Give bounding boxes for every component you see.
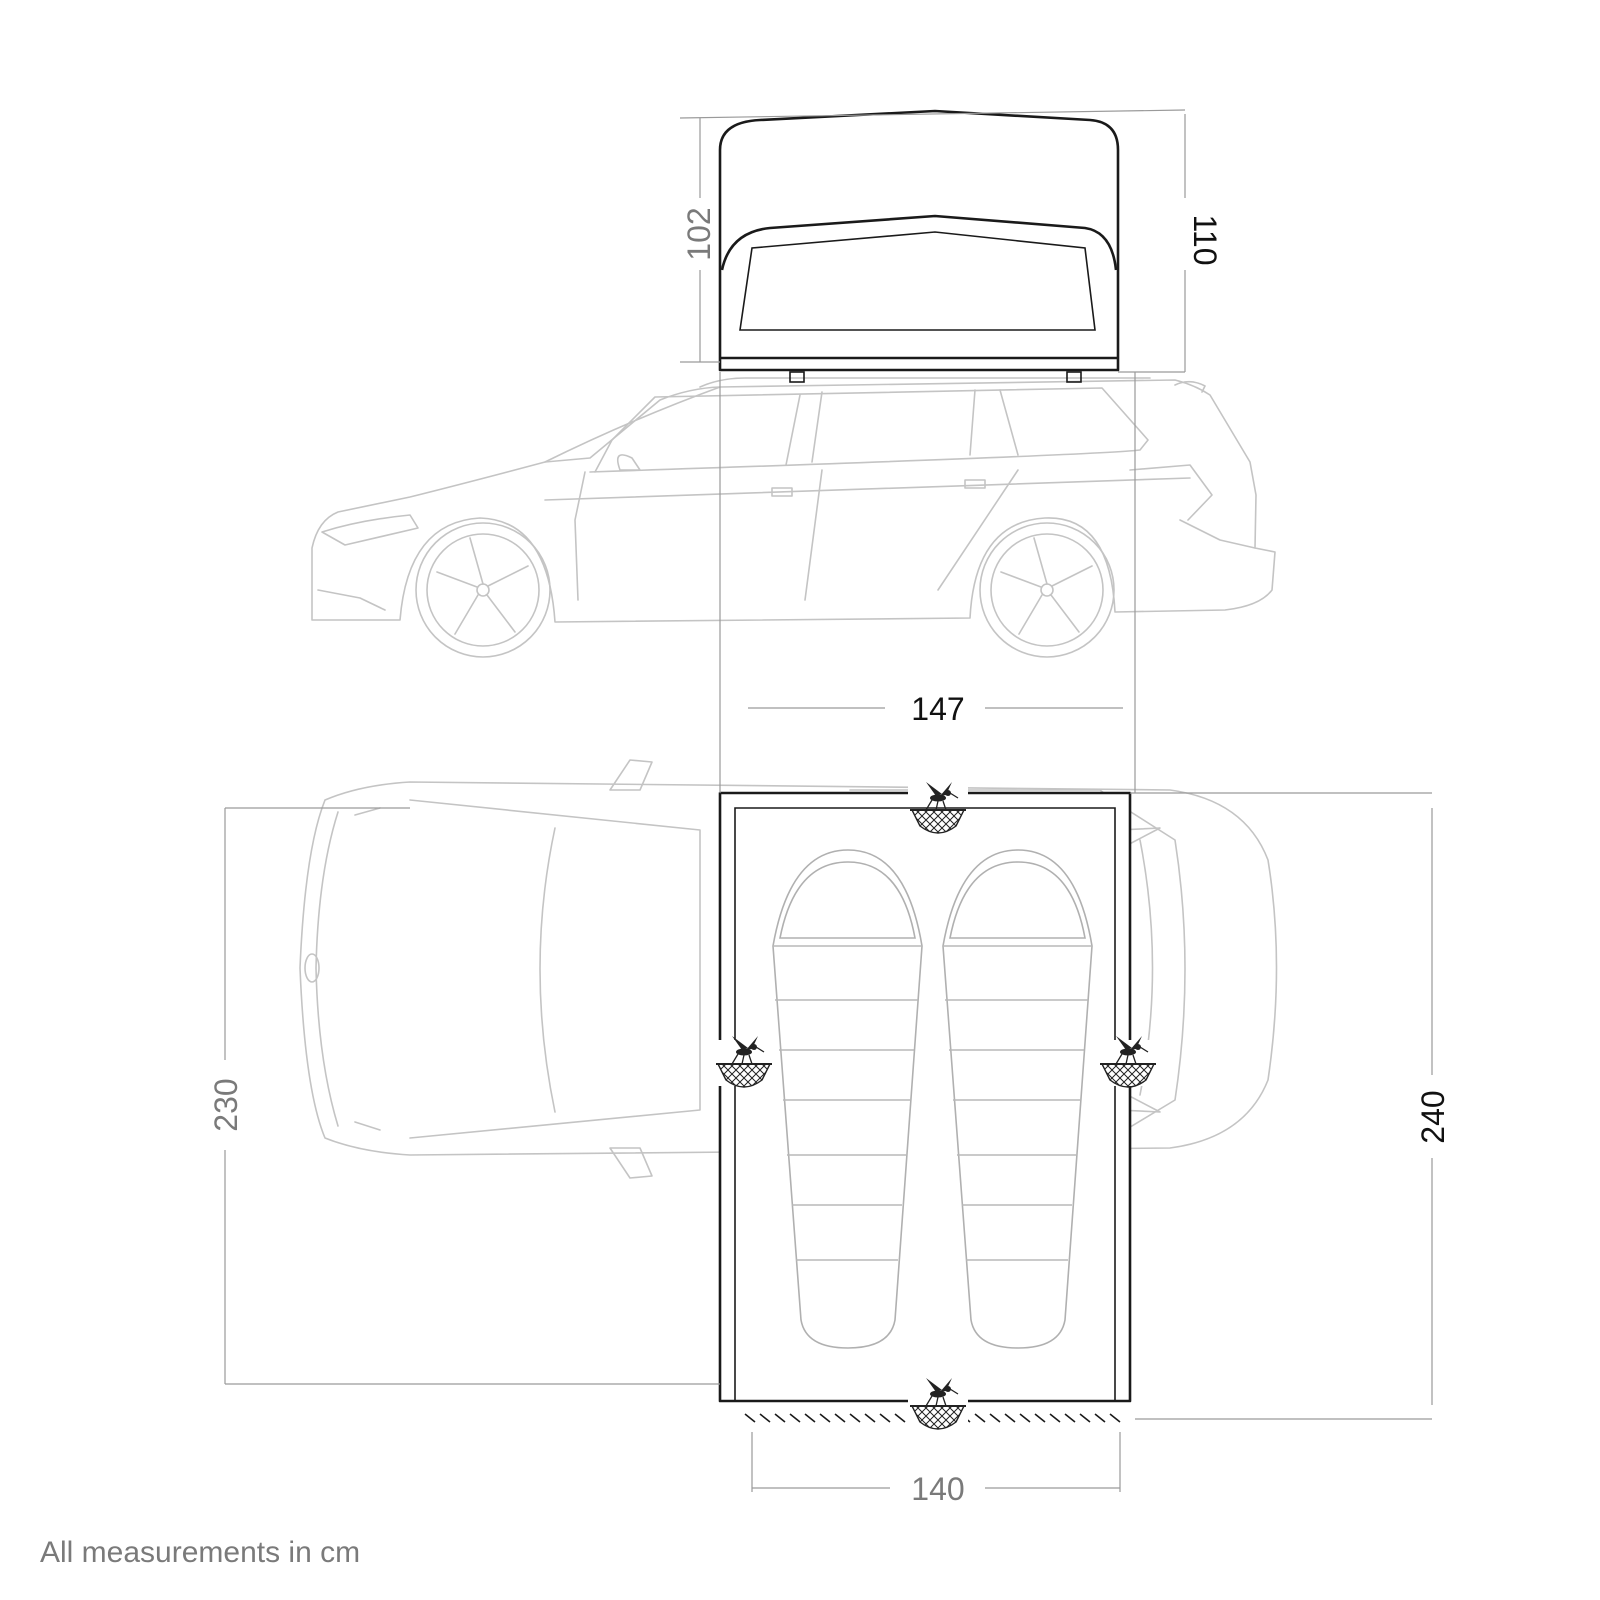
dimension-label-110: 110 bbox=[1187, 214, 1223, 265]
dimension-label-102: 102 bbox=[681, 207, 717, 260]
sleeping-bag-left bbox=[772, 849, 923, 1349]
dimension-label-240: 240 bbox=[1415, 1090, 1451, 1143]
car-top-view bbox=[299, 759, 1278, 1179]
mosquito-net-icon bbox=[1098, 1035, 1158, 1088]
zipper-edge bbox=[744, 1413, 1121, 1423]
sleeping-bag-right bbox=[942, 849, 1093, 1349]
dimension-label-230: 230 bbox=[208, 1078, 244, 1131]
dimension-label-140: 140 bbox=[911, 1471, 964, 1507]
dimension-lines bbox=[224, 109, 1433, 1492]
measurement-footnote: All measurements in cm bbox=[40, 1536, 361, 1569]
roof-tent-side-view bbox=[718, 109, 1120, 383]
dimension-label-147: 147 bbox=[911, 691, 964, 727]
mosquito-net-icon bbox=[908, 781, 968, 834]
car-side-view bbox=[311, 377, 1276, 658]
mosquito-net-icon bbox=[908, 1377, 968, 1430]
mosquito-net-icon bbox=[714, 1035, 774, 1088]
tent-floor-plan bbox=[714, 781, 1158, 1430]
